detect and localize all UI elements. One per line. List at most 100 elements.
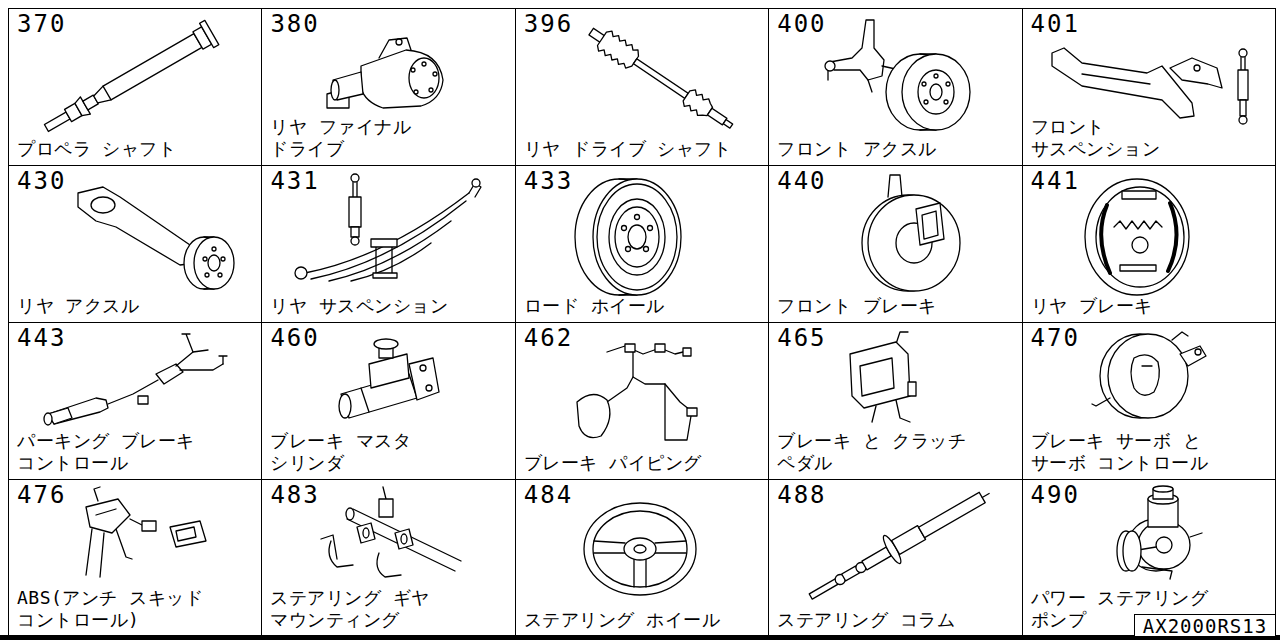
callout-number: 460: [270, 325, 319, 351]
abs-figure-part: [96, 509, 116, 515]
catalog-cell: 396リヤ ドライブ シャフト: [515, 8, 769, 166]
catalog-cell: 484ステアリング ホイール: [515, 479, 769, 637]
drive-shaft-figure-part: [584, 22, 738, 136]
steering-gear-mounting-figure-part: [357, 523, 375, 543]
callout-number: 476: [17, 482, 66, 508]
front-axle-figure-part: [825, 61, 835, 71]
callout-number: 490: [1031, 482, 1080, 508]
master-cylinder-figure-part: [369, 354, 409, 388]
brake-piping-figure-part: [687, 408, 697, 416]
rear-suspension-figure-part: [376, 243, 392, 277]
rear-axle-figure-part: [205, 273, 209, 277]
rear-suspension-figure-part: [371, 239, 397, 247]
brake-piping-figure-part: [625, 344, 635, 352]
rear-axle-figure-part: [212, 247, 216, 251]
master-cylinder-figure-part: [409, 358, 439, 400]
rear-suspension-figure-part: [351, 227, 359, 237]
parking-brake-figure-part: [176, 350, 208, 366]
pedal-figure: [850, 332, 916, 422]
steering-column-figure-part: [803, 480, 997, 611]
steering-wheel-figure-part: [624, 538, 656, 560]
rear-suspension-figure-part: [351, 243, 431, 281]
road-wheel-figure-part: [644, 247, 649, 252]
callout-number: 443: [17, 325, 66, 351]
front-axle-figure-part: [918, 70, 954, 114]
front-suspension-figure-part: [1239, 116, 1247, 124]
propeller-shaft-figure-part-part: [44, 112, 70, 131]
catalog-cell: 465ブレーキ と クラッチ ペダル: [768, 322, 1022, 480]
power-steering-pump-figure-part: [1138, 521, 1190, 569]
parking-brake-figure-part: [156, 364, 183, 384]
front-axle-figure: [825, 20, 970, 130]
final-drive-figure-part: [433, 72, 437, 76]
callout-number: 400: [777, 11, 826, 37]
steering-column-figure-part-part: [982, 494, 989, 498]
front-axle-figure-part: [827, 71, 828, 80]
catalog-cell: 462ブレーキ パイピング: [515, 322, 769, 480]
catalog-cell: 440フロント ブレーキ: [768, 165, 1022, 323]
brake-servo-figure-part: [1172, 332, 1188, 340]
abs-figure: [86, 487, 206, 577]
rear-brake-figure-part: [1132, 237, 1148, 253]
steering-wheel-figure-part: [634, 559, 646, 587]
front-axle-figure-part: [944, 100, 948, 104]
front-axle-figure-part: [930, 84, 942, 100]
abs-figure-part: [86, 499, 130, 533]
catalog-cell: 400 フロント アクスル: [768, 8, 1022, 166]
parking-brake-figure-part: [219, 356, 227, 364]
abs-figure-part: [130, 519, 142, 525]
callout-number: 431: [270, 168, 319, 194]
front-suspension-figure-part: [1239, 49, 1247, 57]
part-name: ブレーキ サーボ と サーボ コントロール: [1031, 430, 1231, 474]
callout-number: 396: [524, 11, 573, 37]
road-wheel-figure-part: [597, 184, 677, 290]
parking-brake-figure: [44, 334, 227, 425]
pedal-figure-part: [860, 358, 894, 396]
catalog-cell: 430リヤ アクスル: [8, 165, 262, 323]
rear-suspension-figure: [295, 174, 481, 281]
road-wheel-figure-part: [635, 215, 640, 220]
steering-gear-mounting-figure-part: [383, 487, 386, 499]
steering-column-figure: [803, 480, 997, 611]
rear-suspension-figure-part: [349, 197, 361, 227]
master-cylinder-figure-part: [420, 365, 426, 371]
callout-number: 433: [524, 168, 573, 194]
callout-number: 483: [270, 482, 319, 508]
part-name: リヤ ファイナル ドライブ: [270, 116, 455, 160]
parking-brake-figure-part: [44, 413, 52, 425]
part-name: ステアリング ギヤ マウンティング: [270, 587, 470, 631]
steering-gear-mounting-figure-part: [329, 541, 353, 567]
brake-piping-figure-part: [607, 377, 633, 402]
catalog-cell: 488ステアリング コラム: [768, 479, 1022, 637]
rear-axle-figure-part: [221, 257, 225, 261]
steering-gear-mounting-figure-part: [363, 528, 369, 538]
part-name: フロント サスペンション: [1031, 116, 1191, 160]
callout-number: 484: [524, 482, 573, 508]
drive-shaft-figure-part-part: [633, 59, 688, 99]
callout-number: 470: [1031, 325, 1080, 351]
parking-brake-figure-part: [108, 380, 158, 404]
part-name: ブレーキ パイピング: [524, 452, 702, 474]
front-axle-figure-part: [868, 80, 872, 92]
rear-suspension-figure-part: [353, 181, 357, 199]
final-drive-figure-part: [414, 90, 418, 94]
callout-number: 370: [17, 11, 66, 37]
rear-brake-figure-part: [1168, 203, 1177, 271]
brake-piping-figure: [577, 344, 697, 440]
rear-brake-figure-part: [1114, 221, 1162, 229]
front-axle-figure-part: [946, 82, 950, 86]
callout-number: 441: [1031, 168, 1080, 194]
propeller-shaft-figure-part-part: [92, 34, 202, 107]
part-name: リヤ サスペンション: [270, 295, 448, 317]
master-cylinder-figure-part: [361, 388, 369, 412]
catalog-cell: 483 ステアリング ギヤ マウンティング: [261, 479, 515, 637]
front-brake-figure-part: [922, 211, 938, 239]
callout-number: 380: [270, 11, 319, 37]
abs-figure-part: [176, 527, 196, 541]
brake-servo-figure-part: [1092, 398, 1110, 406]
bottom-rule: [0, 635, 1280, 640]
master-cylinder-figure-part: [374, 339, 398, 349]
steering-gear-mounting-figure-part: [379, 499, 393, 517]
part-name: フロント アクスル: [777, 138, 936, 160]
propeller-shaft-figure-part-part: [103, 86, 111, 100]
